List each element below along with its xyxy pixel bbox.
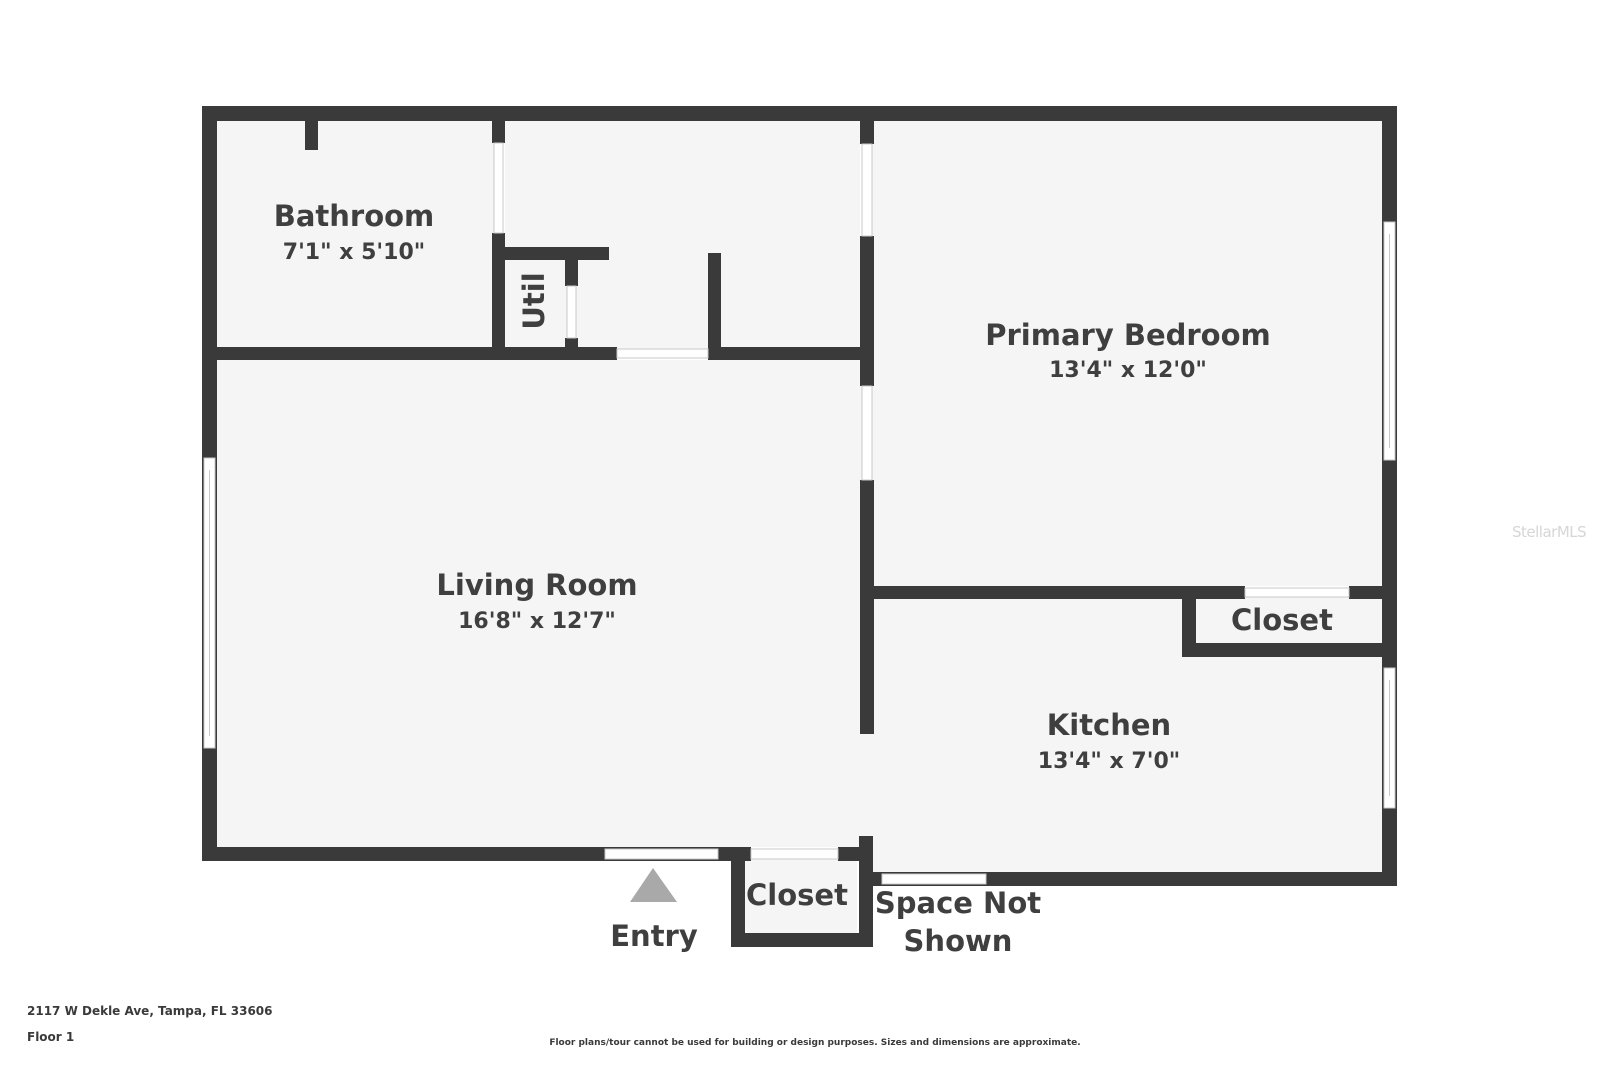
living-room-dims: 16'8" x 12'7" [458, 609, 616, 634]
disclaimer-text: Floor plans/tour cannot be used for buil… [549, 1038, 1081, 1048]
wall-bath-stub [305, 121, 318, 150]
wall-util-right-low [565, 338, 578, 360]
watermark-logo: StellarMLS [1512, 523, 1587, 541]
bathroom-floor [216, 121, 497, 352]
wall-top [202, 106, 1396, 121]
door-bedroom-closet [1244, 587, 1350, 598]
address-text: 2117 W Dekle Ave, Tampa, FL 33606 [27, 1004, 273, 1018]
wall-bed-kitchen [870, 586, 1245, 599]
wall-util-right [565, 247, 578, 286]
util-name: Util [517, 272, 551, 329]
primary-bedroom-dims: 13'4" x 12'0" [1049, 358, 1207, 383]
closet-kitchen-name: Closet [1231, 603, 1333, 637]
floor-fill [216, 121, 1382, 933]
wall-entry-closet-right [859, 836, 873, 947]
wall-bath-hall-lower [492, 233, 505, 360]
door-hall-living [616, 348, 709, 359]
entry-arrow-icon [630, 868, 677, 902]
bedroom-floor [870, 121, 1382, 586]
space-not-shown-line2: Shown [904, 924, 1013, 958]
door-central-lower [861, 385, 873, 481]
kitchen-floor [860, 597, 1382, 872]
wall-central-1 [860, 106, 874, 144]
window-panes [209, 234, 1390, 796]
bathroom-dims: 7'1" x 5'10" [283, 240, 425, 265]
wall-central-2 [860, 236, 874, 386]
door-bath-hall [493, 142, 504, 234]
wall-central-3 [860, 480, 874, 734]
bathroom-name: Bathroom [274, 199, 435, 233]
door-util [566, 285, 577, 339]
wall-entry-closet-left [731, 855, 745, 947]
wall-bottom-living [202, 847, 732, 861]
entry-closet-floor [745, 855, 857, 933]
door-entry [604, 848, 719, 860]
wall-bath-hall [492, 121, 505, 143]
wall-bottom-kitchen [866, 872, 1397, 886]
living-room-floor [216, 360, 868, 847]
entry-label: Entry [610, 919, 698, 953]
closet-entry-name: Closet [746, 878, 848, 912]
wall-util-top [492, 247, 609, 260]
wall-closet-left [1182, 586, 1196, 656]
primary-bedroom-name: Primary Bedroom [985, 318, 1270, 352]
space-not-shown-line1: Space Not [875, 886, 1041, 920]
living-room-name: Living Room [436, 568, 637, 602]
wall-mid-horizontal [202, 347, 617, 360]
door-kitchen-bottom [881, 873, 987, 885]
util-floor [505, 262, 565, 352]
floor-label: Floor 1 [27, 1030, 75, 1044]
wall-entry-closet-bottom [731, 933, 873, 947]
door-entry-closet [750, 848, 839, 860]
wall-hall-stub [708, 253, 721, 360]
wall-mid-horizontal-right [708, 347, 868, 360]
wall-bed-kitchen-right [1349, 586, 1397, 599]
door-central-upper [861, 143, 873, 237]
kitchen-dims: 13'4" x 7'0" [1038, 749, 1180, 774]
wall-closet-bottom [1182, 643, 1397, 657]
kitchen-name: Kitchen [1047, 708, 1171, 742]
